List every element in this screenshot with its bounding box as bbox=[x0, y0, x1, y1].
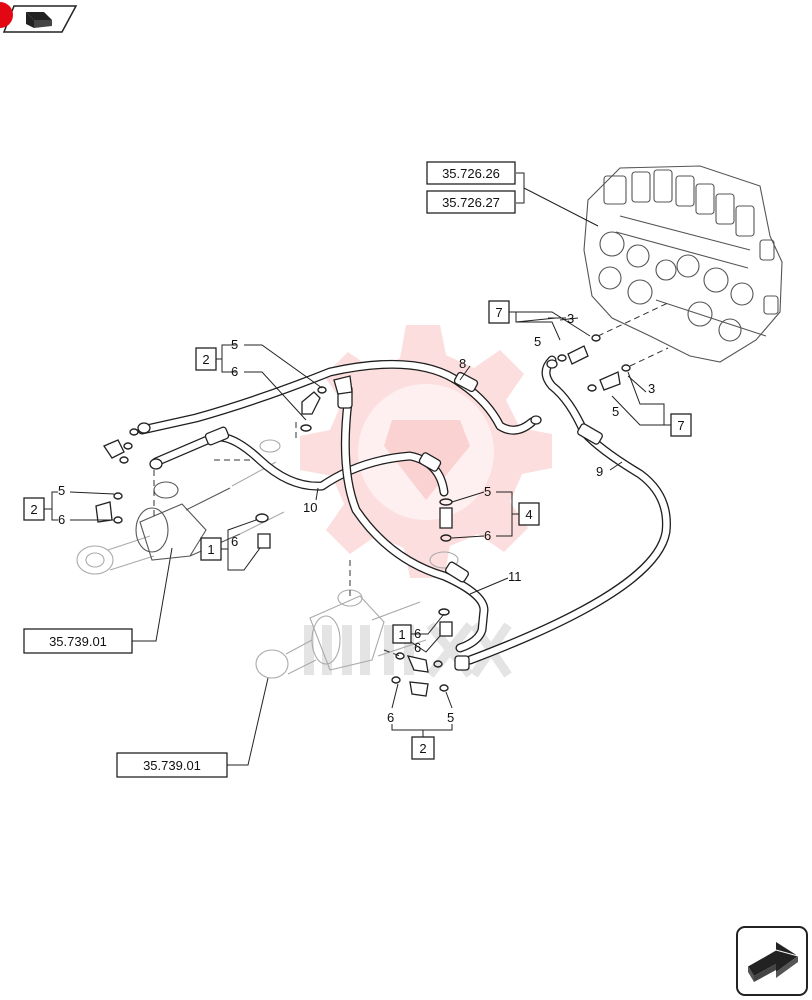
callout-number: 8 bbox=[459, 356, 466, 371]
item-number: 2 bbox=[30, 502, 37, 517]
fittings bbox=[95, 301, 671, 697]
reference-label: 35.726.26 bbox=[442, 166, 500, 181]
item-1-upper[interactable]: 1 bbox=[200, 537, 222, 561]
hose-8 bbox=[137, 359, 537, 435]
callout-number: 6 bbox=[414, 626, 421, 641]
item-4[interactable]: 4 bbox=[518, 502, 540, 526]
item-2-upper[interactable]: 2 bbox=[195, 347, 217, 371]
reference-leader bbox=[227, 677, 269, 766]
item-number: 1 bbox=[207, 542, 214, 557]
callout-number: 9 bbox=[596, 464, 603, 479]
next-page-button[interactable] bbox=[736, 926, 808, 996]
reference-35-726-26[interactable]: 35.726.26 bbox=[426, 161, 516, 185]
reference-label: 35.739.01 bbox=[143, 758, 201, 773]
callout-numbers: 5 6 3 8 5 3 5 9 5 6 10 5 6 6 6 11 6 6 5 bbox=[58, 311, 655, 725]
callout-number: 6 bbox=[484, 528, 491, 543]
lower-cylinder bbox=[255, 551, 459, 679]
reference-leader bbox=[132, 547, 173, 642]
item-number: 7 bbox=[495, 305, 502, 320]
item-number: 2 bbox=[419, 741, 426, 756]
book-icon bbox=[26, 12, 52, 28]
reference-35-739-01-upper[interactable]: 35.739.01 bbox=[23, 628, 133, 654]
item-number: 7 bbox=[677, 418, 684, 433]
hose-11 bbox=[333, 375, 489, 653]
leader-lines bbox=[44, 311, 671, 737]
item-number: 2 bbox=[202, 352, 209, 367]
callout-number: 11 bbox=[508, 569, 522, 584]
reference-35-726-27[interactable]: 35.726.27 bbox=[426, 190, 516, 214]
hose-9 bbox=[454, 355, 671, 671]
reference-35-739-01-lower[interactable]: 35.739.01 bbox=[116, 752, 228, 778]
item-1-lower[interactable]: 1 bbox=[392, 624, 412, 644]
callout-number: 5 bbox=[612, 404, 619, 419]
callout-number: 3 bbox=[567, 311, 574, 326]
callout-number: 5 bbox=[534, 334, 541, 349]
item-number: 1 bbox=[398, 627, 405, 642]
callout-number: 3 bbox=[648, 381, 655, 396]
callout-number: 5 bbox=[58, 483, 65, 498]
item-2-lower[interactable]: 2 bbox=[411, 736, 435, 760]
reference-leader bbox=[516, 172, 599, 227]
item-7-lower[interactable]: 7 bbox=[670, 413, 692, 437]
callout-number: 6 bbox=[231, 364, 238, 379]
item-7-upper[interactable]: 7 bbox=[488, 300, 510, 324]
callout-number: 10 bbox=[303, 500, 317, 515]
callout-number: 5 bbox=[231, 337, 238, 352]
callout-number: 5 bbox=[447, 710, 454, 725]
reference-label: 35.739.01 bbox=[49, 634, 107, 649]
hose-10 bbox=[151, 426, 449, 497]
next-page-arrow-icon bbox=[747, 942, 799, 982]
item-2-left[interactable]: 2 bbox=[23, 497, 45, 521]
callout-number: 6 bbox=[58, 512, 65, 527]
catalog-badge[interactable] bbox=[0, 2, 78, 33]
item-number: 4 bbox=[525, 507, 532, 522]
badge-accent-dot bbox=[0, 2, 13, 28]
reference-label: 35.726.27 bbox=[442, 195, 500, 210]
callout-number: 6 bbox=[387, 710, 394, 725]
control-valve-block bbox=[583, 165, 783, 363]
upper-cylinder bbox=[76, 439, 285, 575]
callout-number: 6 bbox=[231, 534, 238, 549]
callout-number: 5 bbox=[484, 484, 491, 499]
callout-number: 6 bbox=[414, 640, 421, 655]
